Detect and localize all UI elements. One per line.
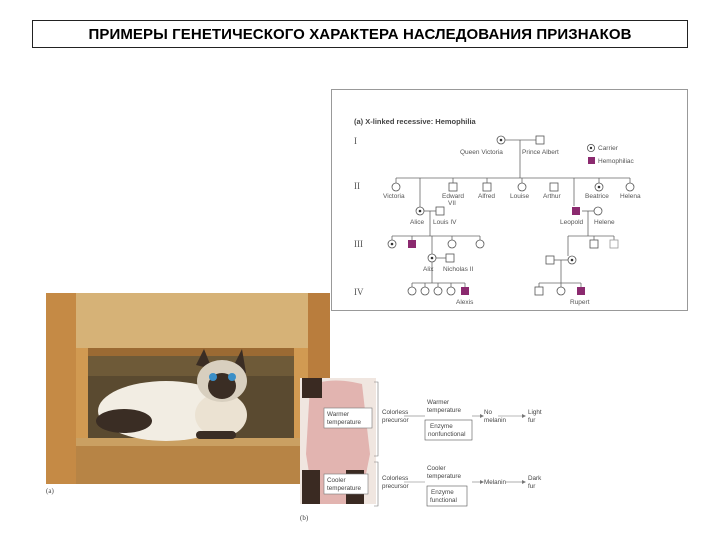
legend-affected-label: Hemophiliac: [598, 158, 635, 165]
arthur-symbol: [549, 182, 559, 192]
legend-affected-symbol: [588, 157, 595, 164]
helene-label: Helene: [594, 219, 615, 226]
victoria-symbol: [391, 182, 401, 192]
generation-label-i: I: [354, 136, 357, 146]
bottom-product-label: Melanin: [484, 479, 507, 486]
gen4-female-symbol: [420, 286, 430, 296]
alice-label: Alice: [410, 219, 424, 226]
alfred-symbol: [482, 182, 492, 192]
warm-region-line1: Warmer: [327, 411, 349, 418]
bottom-result-line2: fur: [528, 483, 535, 490]
nicholas-label: Nicholas II: [443, 266, 474, 273]
leopold-label: Leopold: [560, 219, 584, 226]
gen4-male-symbol: [534, 286, 544, 296]
siamese-cat-photo: [46, 293, 330, 484]
leopold-affected-symbol: [572, 207, 580, 215]
louise-label: Louise: [510, 193, 530, 200]
top-enzyme-line1: Enzyme: [430, 423, 453, 430]
warm-region-line2: temperature: [327, 419, 361, 426]
slide-title: ПРИМЕРЫ ГЕНЕТИЧЕСКОГО ХАРАКТЕРА НАСЛЕДОВ…: [32, 20, 688, 48]
prince-albert-symbol: [535, 135, 545, 145]
helene-symbol: [593, 206, 603, 216]
gen4-female-symbol: [556, 286, 566, 296]
top-result-line1: Light: [528, 409, 542, 416]
louise-symbol: [517, 182, 527, 192]
beatrice-label: Beatrice: [585, 193, 609, 200]
top-enzyme-line2: nonfunctional: [428, 431, 465, 438]
top-precursor-line2: precursor: [382, 417, 409, 424]
alexis-label: Alexis: [456, 299, 474, 306]
gen4-female-symbol: [433, 286, 443, 296]
top-precursor-line1: Colorless: [382, 409, 408, 416]
edward-suffix-label: VII: [448, 200, 456, 207]
generation-label-ii: II: [354, 181, 360, 191]
top-product-line2: melanin: [484, 417, 507, 424]
helena-symbol: [625, 182, 635, 192]
helena-label: Helena: [620, 193, 641, 200]
cool-region-line2: temperature: [327, 485, 361, 492]
gen3-male-symbol: [589, 239, 599, 249]
victoria-label: Victoria: [383, 193, 405, 200]
top-condition-line2: temperature: [427, 407, 461, 414]
bottom-enzyme-line2: functional: [430, 497, 457, 504]
rupert-label: Rupert: [570, 299, 590, 306]
top-product-line1: No: [484, 409, 493, 416]
alexis-affected-symbol: [461, 287, 469, 295]
queen-victoria-label: Queen Victoria: [460, 149, 503, 156]
flow-caption: (b): [300, 514, 309, 522]
gen3-female-symbol: [475, 239, 485, 249]
louis-iv-label: Louis IV: [433, 219, 457, 226]
nicholas-symbol: [445, 253, 455, 263]
legend-carrier-label: Carrier: [598, 145, 619, 152]
gen3-affected-symbol: [408, 240, 416, 248]
pedigree-heading: (a) X-linked recessive: Hemophilia: [354, 117, 477, 126]
gen4-female-symbol: [446, 286, 456, 296]
gen3-male-symbol: [609, 239, 619, 249]
bottom-condition-line2: temperature: [427, 473, 461, 480]
bottom-condition-line1: Cooler: [427, 465, 446, 472]
top-result-line2: fur: [528, 417, 535, 424]
hemophilia-pedigree: (a) X-linked recessive: Hemophilia I II …: [331, 89, 688, 311]
bottom-precursor-line2: precursor: [382, 483, 409, 490]
bottom-precursor-line1: Colorless: [382, 475, 408, 482]
rupert-affected-symbol: [577, 287, 585, 295]
generation-label-iii: III: [354, 239, 363, 249]
edward-symbol: [448, 182, 458, 192]
edward-label: Edward: [442, 193, 464, 200]
alfred-label: Alfred: [478, 193, 495, 200]
gen3-female-symbol: [447, 239, 457, 249]
gen4-female-symbol: [407, 286, 417, 296]
prince-albert-label: Prince Albert: [522, 149, 559, 156]
bottom-enzyme-line1: Enzyme: [431, 489, 454, 496]
arthur-label: Arthur: [543, 193, 562, 200]
top-condition-line1: Warmer: [427, 399, 449, 406]
generation-label-iv: IV: [354, 287, 364, 297]
gen3-male-symbol: [545, 255, 555, 265]
cat-caption: (a): [46, 487, 54, 495]
alix-label: Alix: [423, 266, 434, 273]
bottom-result-line1: Dark: [528, 475, 542, 482]
louis-iv-symbol: [435, 206, 445, 216]
cool-region-line1: Cooler: [327, 477, 346, 484]
